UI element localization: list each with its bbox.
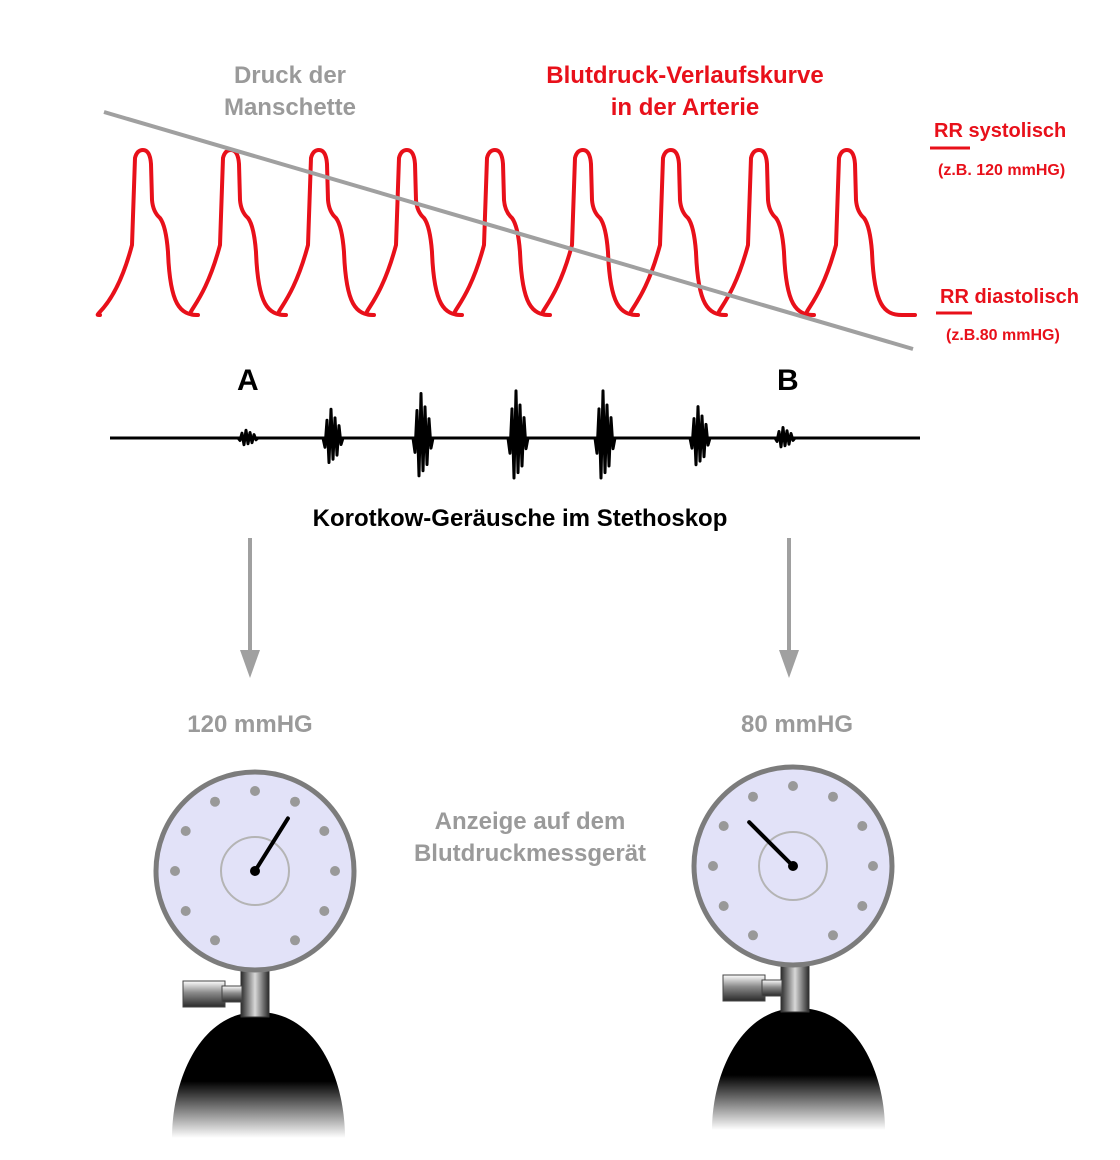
dial-tick (828, 930, 838, 941)
korotkoff-label: Korotkow-Geräusche im Stethoskop (312, 505, 728, 532)
reading-right: 80 mmHG (740, 711, 854, 738)
point-a-label: A (237, 364, 259, 397)
korotkoff-burst (230, 428, 266, 447)
dial-tick (748, 791, 758, 802)
valve-left (182, 980, 226, 1008)
dial-tick (718, 821, 729, 831)
arterial-curve-label-line1: Blutdruck-Verlaufskurve (546, 62, 824, 89)
rr-systolic-label: RR systolisch (934, 120, 1066, 143)
korotkoff-burst (682, 405, 718, 467)
gauge-right (691, 764, 895, 1130)
gauge-stem-left (240, 964, 270, 1018)
dial-tick (788, 781, 798, 791)
dial-tick (210, 935, 220, 946)
rr-diastolic-label: RR diastolisch (940, 286, 1079, 309)
valve-right (722, 974, 766, 1002)
reading-left: 120 mmHG (187, 711, 313, 738)
dial-tick (330, 866, 340, 876)
rr-diastolic-text: diastolisch (974, 286, 1079, 308)
dial-tick (748, 930, 758, 941)
rr-systolic-text: systolisch (968, 120, 1067, 142)
gauge-caption-line2: Blutdruckmessgerät (413, 840, 647, 867)
arrow-right (779, 538, 799, 678)
dial-tick (170, 866, 180, 876)
cuff-pressure-label: Druck der Manschette (190, 60, 390, 124)
dial-tick (290, 796, 300, 807)
dial-tick (250, 786, 260, 796)
arterial-curve-label: Blutdruck-Verlaufskurve in der Arterie (495, 60, 875, 124)
dial-tick (868, 861, 878, 871)
korotkoff-burst (315, 407, 351, 464)
korotkoff-sounds (230, 389, 803, 480)
rr-diastolic-example: (z.B.80 mmHG) (946, 327, 1060, 344)
gauge-caption: Anzeige auf dem Blutdruckmessgerät (380, 806, 680, 870)
dial-tick (319, 826, 330, 836)
arterial-pressure-curve (95, 148, 917, 317)
korotkoff-burst (405, 392, 441, 478)
dial-tick (708, 861, 718, 871)
bulb-right (712, 1008, 885, 1130)
needle-right (747, 820, 795, 868)
bulb-left (172, 1012, 345, 1138)
rr-diastolic-abbr: RR (940, 286, 969, 308)
point-b-label: B (777, 364, 799, 397)
arterial-curve-label-line2: in der Arterie (610, 94, 760, 121)
cuff-pressure-label-line1: Druck der (233, 62, 347, 89)
dial-tick (857, 821, 868, 831)
cuff-pressure-line (103, 110, 914, 351)
needle-left (253, 816, 290, 873)
dial-tick (210, 796, 220, 807)
dial-tick (718, 901, 729, 911)
dial-tick (857, 901, 868, 911)
korotkoff-burst (587, 389, 623, 480)
arrow-left (240, 538, 260, 678)
dial-tick (290, 935, 300, 946)
gauge-caption-line1: Anzeige auf dem (434, 808, 626, 835)
gauge-left (153, 769, 357, 1138)
rr-systolic-abbr: RR (934, 120, 963, 142)
dial-tick (180, 826, 191, 836)
rr-systolic-example: (z.B. 120 mmHG) (938, 162, 1066, 179)
dial-tick (828, 791, 838, 802)
cuff-pressure-label-line2: Manschette (223, 94, 357, 121)
korotkoff-burst (500, 389, 536, 480)
dial-tick (180, 906, 191, 916)
korotkoff-burst (767, 426, 803, 449)
dial-tick (319, 906, 330, 916)
